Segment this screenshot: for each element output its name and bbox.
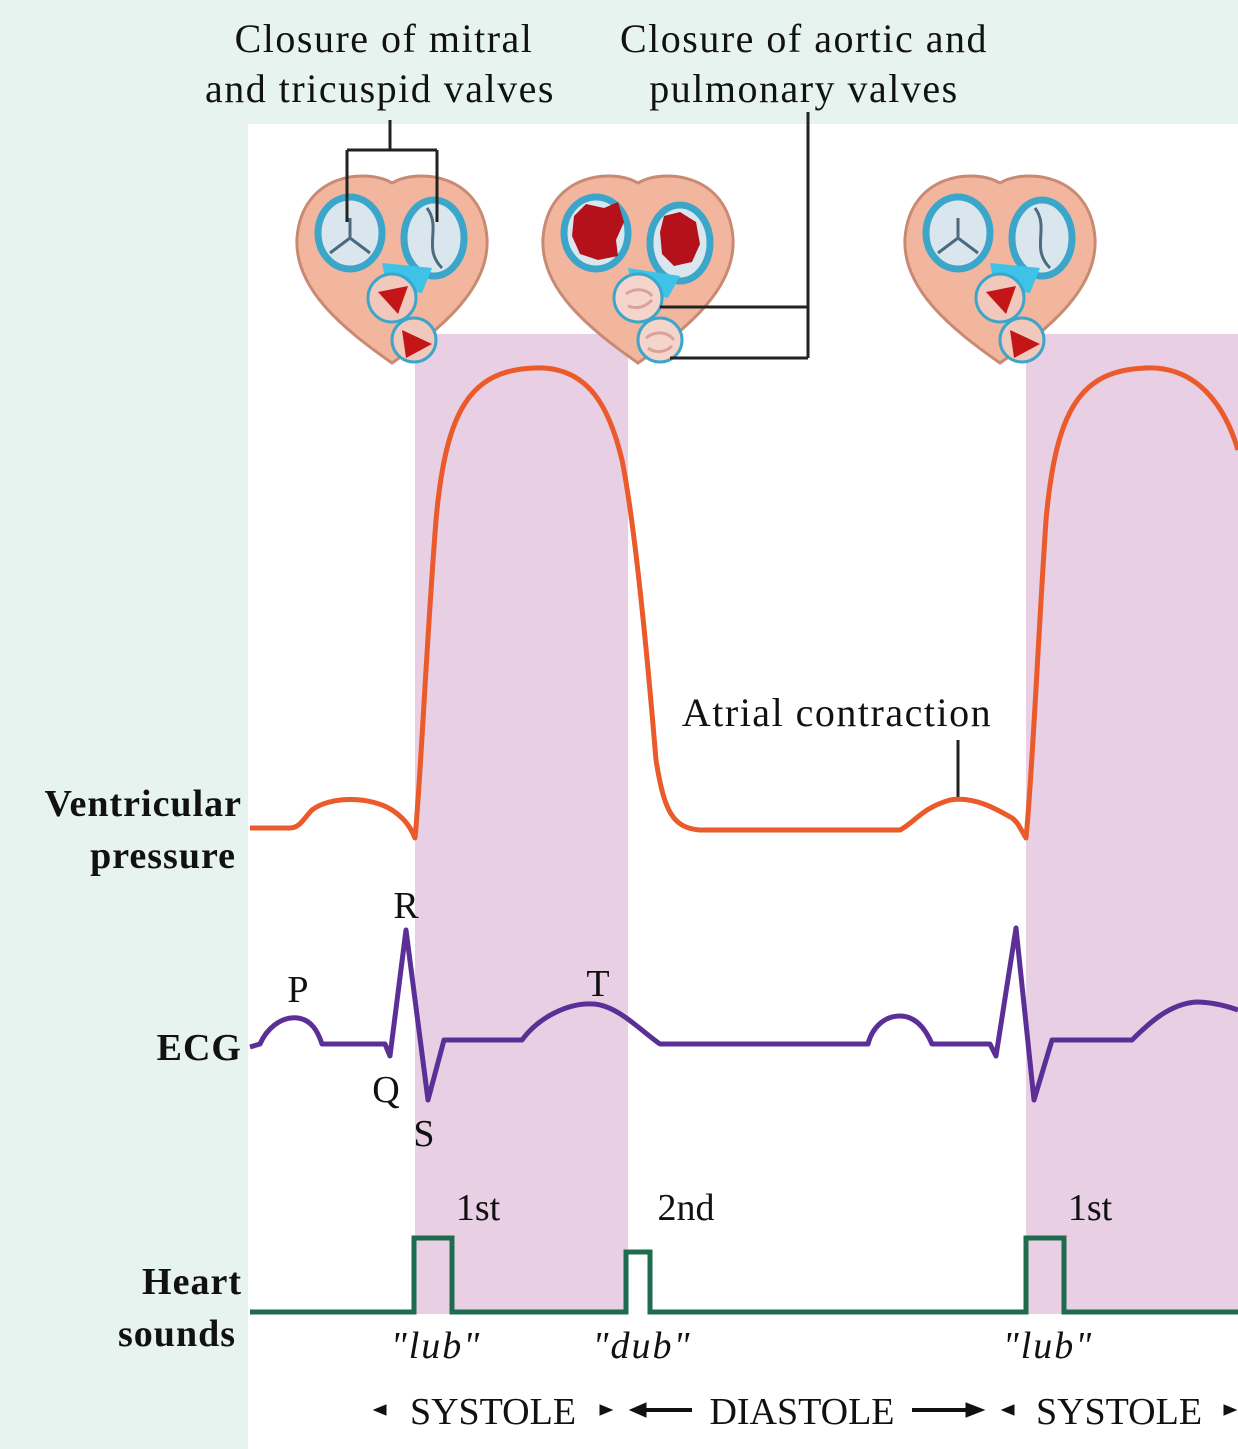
first-sound-label: 1st [456, 1187, 501, 1229]
systole-label-2: SYSTOLE [1036, 1391, 1202, 1433]
mitral-closure-label-line2: and tricuspid valves [205, 66, 555, 111]
lub-sound-label: "lub" [391, 1325, 481, 1367]
heart-sounds-label-line1: Heart [142, 1261, 242, 1303]
aortic-closure-label-line1: Closure of aortic and [620, 16, 988, 61]
ecg-label: ECG [157, 1027, 242, 1069]
atrial-contraction-label: Atrial contraction [682, 690, 992, 735]
mitral-closure-label-line1: Closure of mitral [235, 16, 534, 61]
ecg-s-wave-label: S [413, 1113, 434, 1155]
aortic-closure-label-line2: pulmonary valves [649, 66, 959, 111]
lub-sound-label-2: "lub" [1003, 1325, 1093, 1367]
systole-label: SYSTOLE [410, 1391, 576, 1433]
ecg-p-wave-label: P [287, 969, 308, 1011]
systole-band-2 [1026, 334, 1238, 1314]
systole-band-1 [415, 334, 628, 1314]
ventricular-pressure-label-line1: Ventricular [45, 783, 242, 825]
dub-sound-label: "dub" [593, 1325, 692, 1367]
ecg-r-wave-label: R [393, 885, 419, 927]
ecg-t-wave-label: T [586, 963, 609, 1005]
diastole-label: DIASTOLE [709, 1391, 894, 1433]
first-sound-label-2: 1st [1068, 1187, 1113, 1229]
heart-sounds-label-line2: sounds [118, 1313, 236, 1355]
ventricular-pressure-label-line2: pressure [90, 835, 236, 877]
ecg-q-wave-label: Q [372, 1069, 399, 1111]
second-sound-label: 2nd [658, 1187, 715, 1229]
